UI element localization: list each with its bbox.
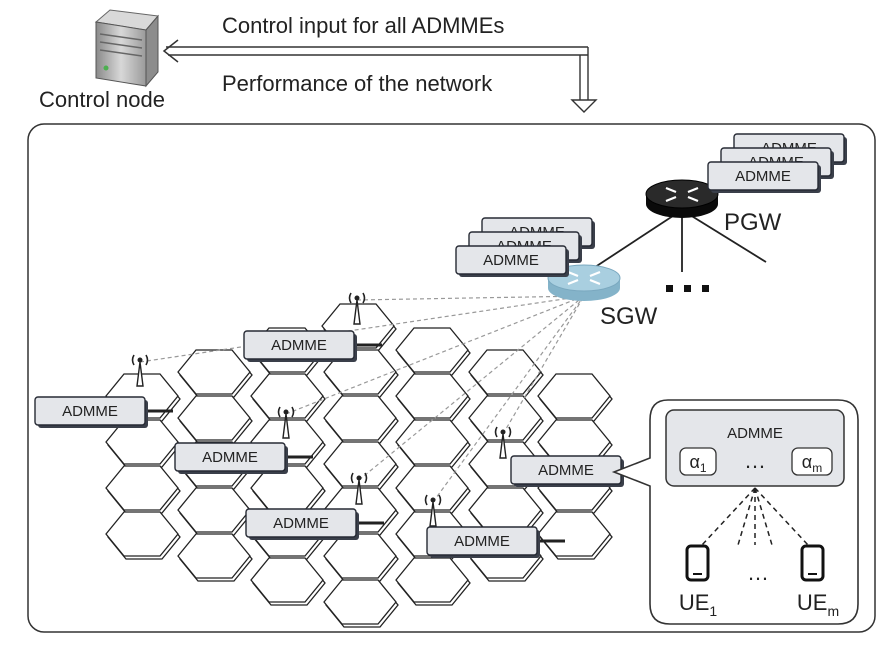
cell-hexagon <box>177 349 251 395</box>
antenna-icon <box>350 472 368 505</box>
backhaul-link <box>356 295 585 301</box>
alpha-dots: … <box>744 448 766 473</box>
alpha-last-label: αm <box>802 452 822 475</box>
antenna-icon <box>348 292 366 325</box>
admme-detail-callout: ADMME α1 … αm … UE1 UEm <box>611 399 859 625</box>
cell-admme-box[interactable]: ADMME <box>243 330 357 362</box>
admme-label: ADMME <box>735 168 791 185</box>
ue-last-label: UEm <box>797 590 839 619</box>
sgw-label: SGW <box>600 303 658 330</box>
detail-admme-title: ADMME <box>727 425 783 442</box>
cell-hexagon <box>105 465 179 511</box>
cell-hexagon <box>395 465 469 511</box>
control-input-label: Control input for all ADMMEs <box>222 13 504 38</box>
cell-hexagon <box>395 373 469 419</box>
server-icon <box>94 9 159 88</box>
cell-hexagon <box>395 557 469 603</box>
network-frame <box>27 123 876 633</box>
antenna-icon <box>131 354 149 387</box>
cell-hexagon <box>177 395 251 441</box>
backhaul-links <box>139 295 585 503</box>
cell-hexagon <box>537 373 611 419</box>
admme-box[interactable]: ADMME <box>707 161 821 193</box>
antenna-icon <box>277 406 295 439</box>
cell-hexagon <box>177 533 251 579</box>
phone-icon <box>685 544 710 582</box>
cell-hexagon <box>323 395 397 441</box>
cell-hexagon <box>537 511 611 557</box>
admme-label: ADMME <box>271 337 327 354</box>
admme-box[interactable]: ADMME <box>455 245 569 277</box>
cell-admme-box[interactable]: ADMME <box>174 442 288 474</box>
cell-hexagon <box>468 349 542 395</box>
base-stations <box>131 292 512 527</box>
cell-hexagon <box>250 557 324 603</box>
cell-admme-box[interactable]: ADMME <box>34 396 148 428</box>
cell-hexagon <box>105 511 179 557</box>
pgw-router-icon <box>645 179 719 218</box>
phone-icon <box>800 544 825 582</box>
pgw-label: PGW <box>724 209 782 236</box>
backhaul-link <box>502 295 585 435</box>
antenna-icon <box>424 494 442 527</box>
cell-hexagon <box>323 441 397 487</box>
ue-dots: … <box>747 560 769 585</box>
admme-label: ADMME <box>273 515 329 532</box>
cell-admme-box[interactable]: ADMME <box>510 455 624 487</box>
control-node-label: Control node <box>39 87 165 112</box>
cell-hexagon <box>468 395 542 441</box>
more-gateways-dots <box>666 285 709 292</box>
backhaul-link <box>139 295 585 363</box>
ue-first-label: UE1 <box>679 590 718 619</box>
admme-label: ADMME <box>62 403 118 420</box>
cell-admmes: ADMME ADMME ADMME ADMME ADMME ADMME <box>34 330 649 558</box>
network-performance-label: Performance of the network <box>222 71 493 96</box>
cell-hexagon <box>395 419 469 465</box>
admme-label: ADMME <box>538 462 594 479</box>
antenna-icon <box>494 426 512 459</box>
cell-hexagon <box>250 373 324 419</box>
alpha-first-label: α1 <box>689 452 706 475</box>
admme-label: ADMME <box>454 533 510 550</box>
cell-admme-box[interactable]: ADMME <box>245 508 359 540</box>
control-input-arrow <box>162 39 598 113</box>
cell-hexagon <box>323 579 397 625</box>
admme-label: ADMME <box>202 449 258 466</box>
admme-label: ADMME <box>483 252 539 269</box>
core-links <box>582 209 767 276</box>
cell-admme-box[interactable]: ADMME <box>426 526 540 558</box>
backhaul-link <box>432 295 585 503</box>
backhaul-link <box>285 295 585 415</box>
cell-hexagon <box>395 327 469 373</box>
